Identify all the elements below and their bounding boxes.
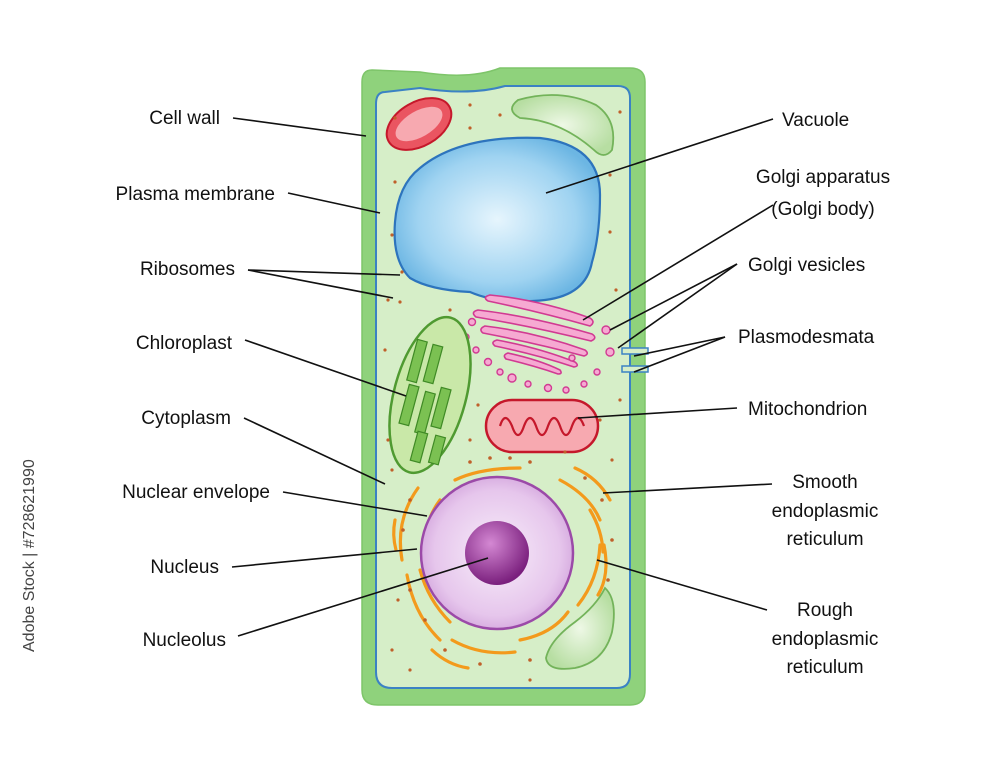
green-vesicle-bottom-shape [545,586,615,670]
label-nucleolus: Nucleolus [143,630,226,651]
vacuole-shape [393,136,602,303]
label-vacuole: Vacuole [782,110,849,131]
label-ribosomes: Ribosomes [140,259,235,280]
chloroplast-shape [388,315,472,475]
label-golgi-vesicles: Golgi vesicles [748,255,865,276]
label-mitochondrion: Mitochondrion [748,399,867,420]
label-chloroplast: Chloroplast [136,333,233,354]
label-smooth-er-3: reticulum [786,529,863,550]
label-rough-er-1: Rough [797,600,853,621]
label-rough-er-2: endoplasmic [772,629,879,650]
label-nucleus: Nucleus [150,557,219,578]
label-smooth-er-2: endoplasmic [772,501,879,522]
leader-lines [231,117,774,637]
plasma-membrane-shape [375,85,631,689]
label-golgi-body: (Golgi body) [771,199,875,220]
label-rough-er-3: reticulum [786,657,863,678]
red-vesicle-highlight [395,106,443,142]
green-vesicle-top-shape [511,94,615,156]
rough-er-shape [392,466,612,670]
label-nuclear-envelope: Nuclear envelope [122,482,270,503]
mitochondrion-shape [484,398,600,454]
label-cytoplasm: Cytoplasm [141,408,231,429]
label-plasmodesmata: Plasmodesmata [738,327,875,348]
er-ribosome-dots [401,456,614,666]
ribosome-dots [383,103,622,682]
label-plasma-membrane: Plasma membrane [116,184,275,205]
label-smooth-er-1: Smooth [792,472,857,493]
label-golgi-apparatus: Golgi apparatus [756,167,890,188]
label-cell-wall: Cell wall [149,108,220,129]
golgi-apparatus-shape [472,294,596,375]
nucleolus-shape [465,521,529,585]
